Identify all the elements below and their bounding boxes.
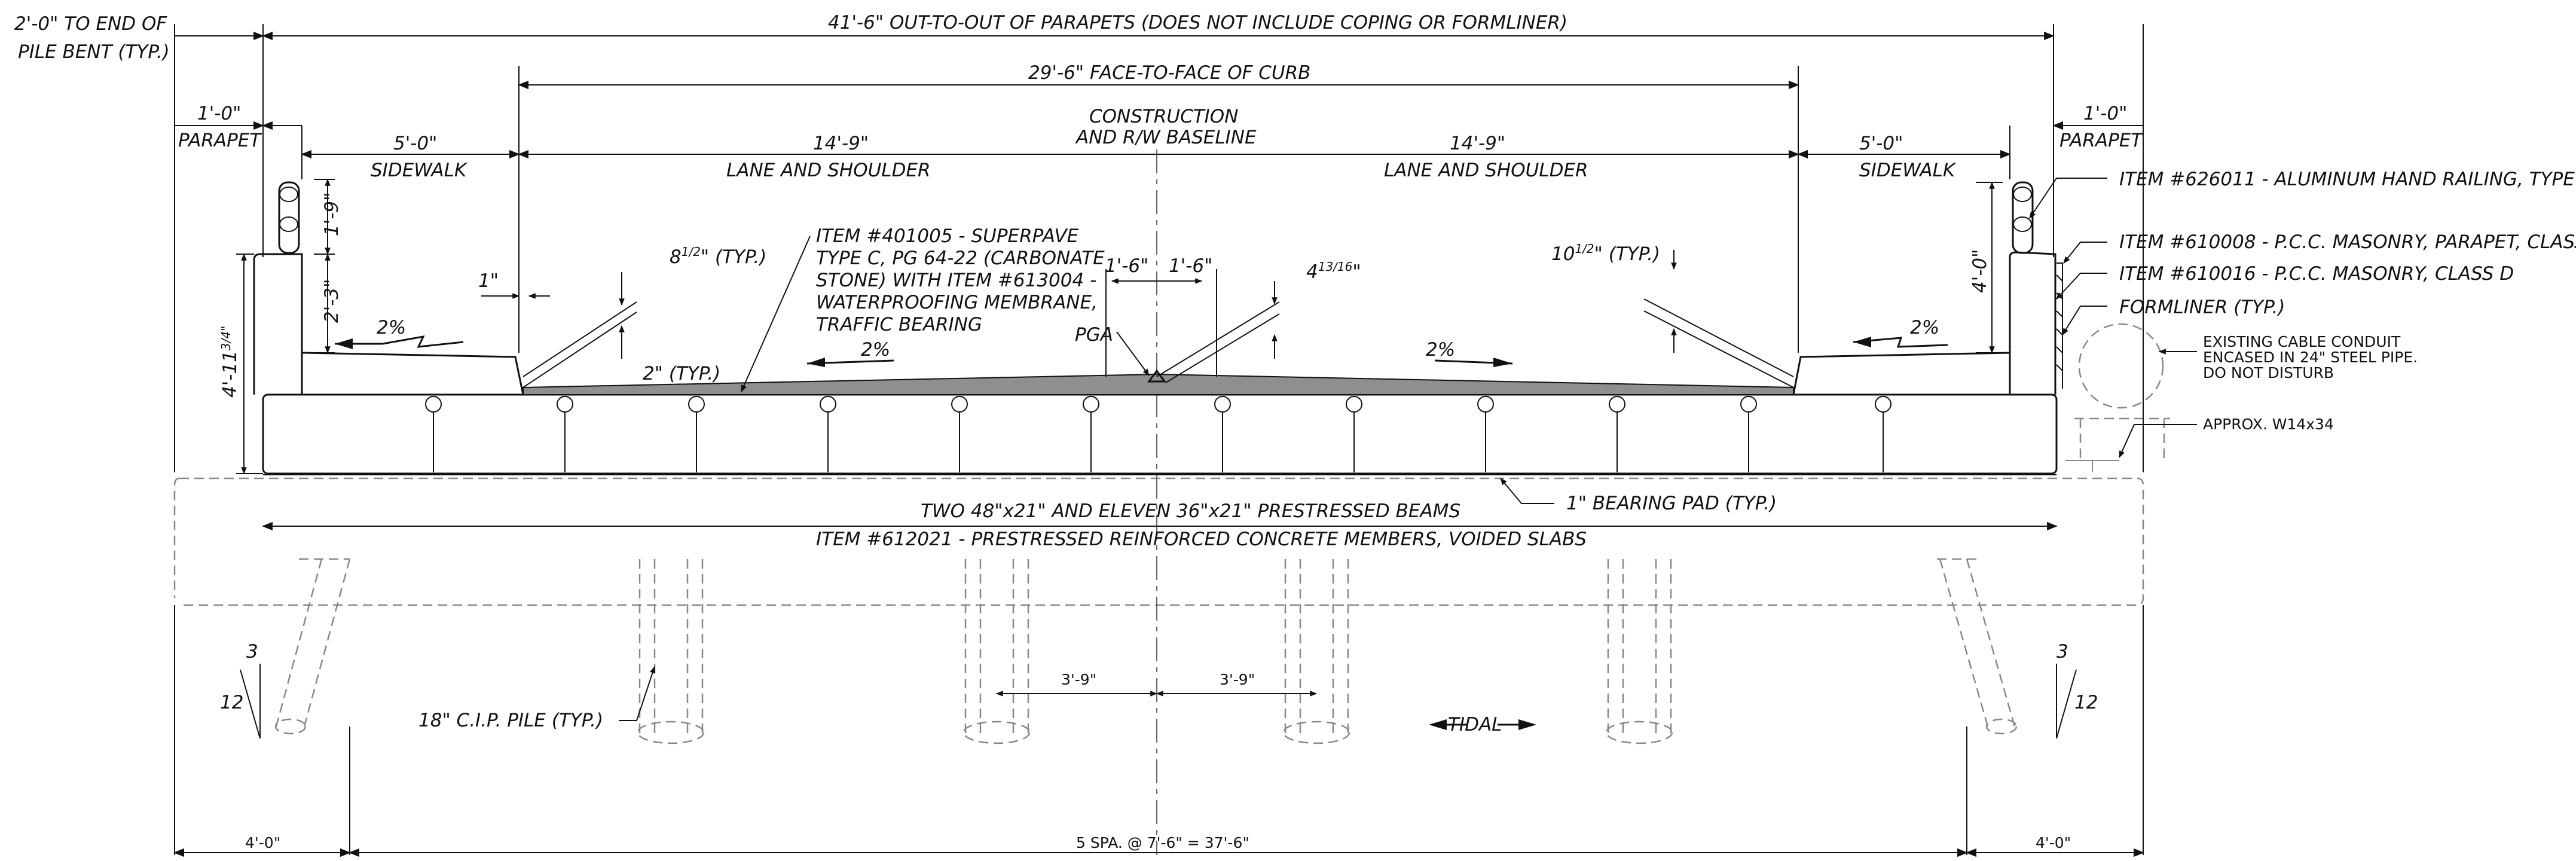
batter-left-rise: 3 <box>246 641 258 662</box>
pile-bent-end-label-1: 2'-0" TO END OF <box>14 13 167 35</box>
existing-piles <box>274 558 2018 744</box>
sidewalk-width-left: 5'-0" <box>393 133 437 154</box>
pga-label: PGA <box>1075 324 1113 346</box>
typ-2in-dimension: 2" (TYP.) <box>643 363 720 384</box>
leader-lines <box>619 178 2197 721</box>
curb-offset-dimension: 1" <box>478 270 499 292</box>
conduit-callout-1: EXISTING CABLE CONDUIT <box>2203 333 2401 350</box>
bottom-left-overhang: 4'-0" <box>245 834 280 851</box>
existing-pile-cap <box>173 477 2144 606</box>
formliner-callout: FORMLINER (TYP.) <box>2119 297 2285 318</box>
asphalt-wearing-surface <box>522 373 1794 395</box>
deck-and-sidewalks <box>253 251 2063 475</box>
out-to-out-dimension: 41'-6" OUT-TO-OUT OF PARAPETS (DOES NOT … <box>828 12 1567 33</box>
superpave-callout-5: TRAFFIC BEARING <box>816 314 982 335</box>
voided-slab-beams <box>262 393 2058 475</box>
parapet-label-right: PARAPET <box>2059 130 2143 151</box>
lane-width-right: 14'-9" <box>1450 133 1505 154</box>
slope-lane-right: 2% <box>1426 339 1455 361</box>
bearing-pad-callout: 1" BEARING PAD (TYP.) <box>1566 493 1777 514</box>
superpave-callout-3: STONE) WITH ITEM #613004 - <box>816 270 1096 291</box>
batter-left-run: 12 <box>220 692 243 713</box>
conduit-callout-3: DO NOT DISTURB <box>2203 364 2334 381</box>
lane-label-left: LANE AND SHOULDER <box>726 160 931 181</box>
batter-right-run: 12 <box>2074 692 2098 713</box>
slab-depth-right: 101/2" (TYP.) <box>1551 242 1660 265</box>
conduit-callout-2: ENCASED IN 24" STEEL PIPE. <box>2203 349 2418 366</box>
pile-half-spacing-left: 3'-9" <box>1061 671 1096 688</box>
pile-callout: 18" C.I.P. PILE (TYP.) <box>418 710 603 731</box>
beams-callout: TWO 48"x21" AND ELEVEN 36"x21" PRESTRESS… <box>921 500 1460 522</box>
overall-depth-dimension: 4'-113/4" <box>219 326 241 398</box>
lane-label-right: LANE AND SHOULDER <box>1384 160 1588 181</box>
superpave-callout-4: WATERPROOFING MEMBRANE, <box>816 292 1098 313</box>
crown-depth-dimension: 413/16" <box>1306 259 1361 283</box>
dimension-lines <box>173 24 2144 857</box>
bottom-right-overhang: 4'-0" <box>2036 834 2071 851</box>
parapet-label-left: PARAPET <box>178 130 262 151</box>
sidewalk-label-right: SIDEWALK <box>1859 160 1957 181</box>
right-parapet-height-dimension: 4'-0" <box>1969 249 1991 293</box>
sidewalk-width-right: 5'-0" <box>1859 133 1903 154</box>
text-labels: 2'-0" TO END OF PILE BENT (TYP.) 41'-6" … <box>14 12 2576 851</box>
lane-width-left: 14'-9" <box>813 133 869 154</box>
superpave-callout-1: ITEM #401005 - SUPERPAVE <box>816 225 1079 247</box>
crown-left-dimension: 1'-6" <box>1105 255 1148 277</box>
superpave-callout-2: TYPE C, PG 64-22 (CARBONATE <box>816 248 1105 269</box>
pile-bent-end-label-2: PILE BENT (TYP.) <box>18 41 170 63</box>
existing-cable-conduit <box>2065 323 2170 472</box>
sidewalk-label-left: SIDEWALK <box>371 160 468 181</box>
tidal-label: TIDAL <box>1448 714 1502 735</box>
hand-railing-callout: ITEM #626011 - ALUMINUM HAND RAILING, TY… <box>2119 169 2576 190</box>
parapet-width-left: 1'-0" <box>197 103 241 124</box>
baseline-label-1: CONSTRUCTION <box>1089 106 1238 127</box>
pga-marker <box>1147 369 1166 383</box>
w-beam-callout: APPROX. W14x34 <box>2203 416 2334 433</box>
masonry-d-callout: ITEM #610016 - P.C.C. MASONRY, CLASS D <box>2119 263 2514 285</box>
slope-lane-left: 2% <box>861 339 890 361</box>
slope-sidewalk-right: 2% <box>1910 317 1939 338</box>
face-to-face-dimension: 29'-6" FACE-TO-FACE OF CURB <box>1028 62 1310 84</box>
baseline-label-2: AND R/W BASELINE <box>1075 127 1257 148</box>
parapet-masonry-callout: ITEM #610008 - P.C.C. MASONRY, PARAPET, … <box>2119 231 2576 253</box>
parapet-width-right: 1'-0" <box>2083 103 2127 124</box>
pile-half-spacing-right: 3'-9" <box>1220 671 1255 688</box>
crown-right-dimension: 1'-6" <box>1169 255 1212 277</box>
voided-slabs-callout: ITEM #612021 - PRESTRESSED REINFORCED CO… <box>816 529 1587 550</box>
slope-sidewalk-left: 2% <box>377 317 406 338</box>
slope-arrows <box>335 335 1948 730</box>
slab-depth-left: 81/2" (TYP.) <box>670 245 766 268</box>
bottom-spacing: 5 SPA. @ 7'-6" = 37'-6" <box>1076 834 1249 851</box>
batter-right-rise: 3 <box>2056 641 2068 662</box>
parapet-height-dimension: 2'-3" <box>321 279 343 323</box>
rail-height-dimension: 1'-9" <box>321 193 343 236</box>
hand-railing-left <box>278 181 300 254</box>
